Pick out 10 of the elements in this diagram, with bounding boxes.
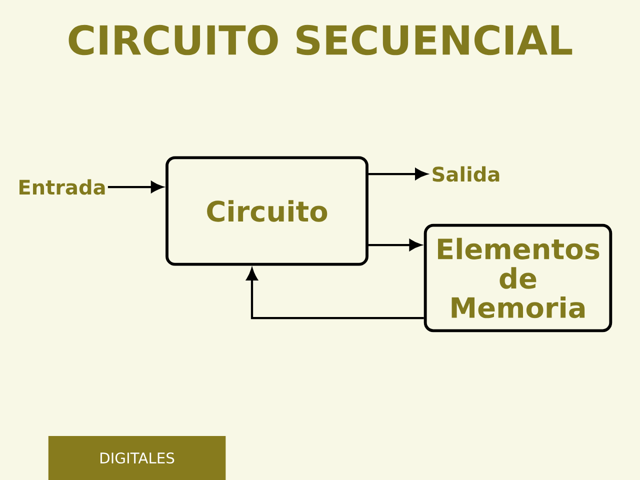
title: CIRCUITO SECUENCIAL [68, 24, 572, 56]
block-box: Circuito [166, 156, 368, 266]
arrow [108, 181, 163, 193]
block-box: Elementos de Memoria [424, 224, 612, 332]
arrow [368, 168, 428, 180]
arrow [246, 268, 424, 320]
arrow [368, 239, 422, 251]
input-label: Entrada [20, 179, 105, 195]
category-band: DIGITALES [48, 436, 226, 480]
input-label: Salida [432, 166, 500, 182]
